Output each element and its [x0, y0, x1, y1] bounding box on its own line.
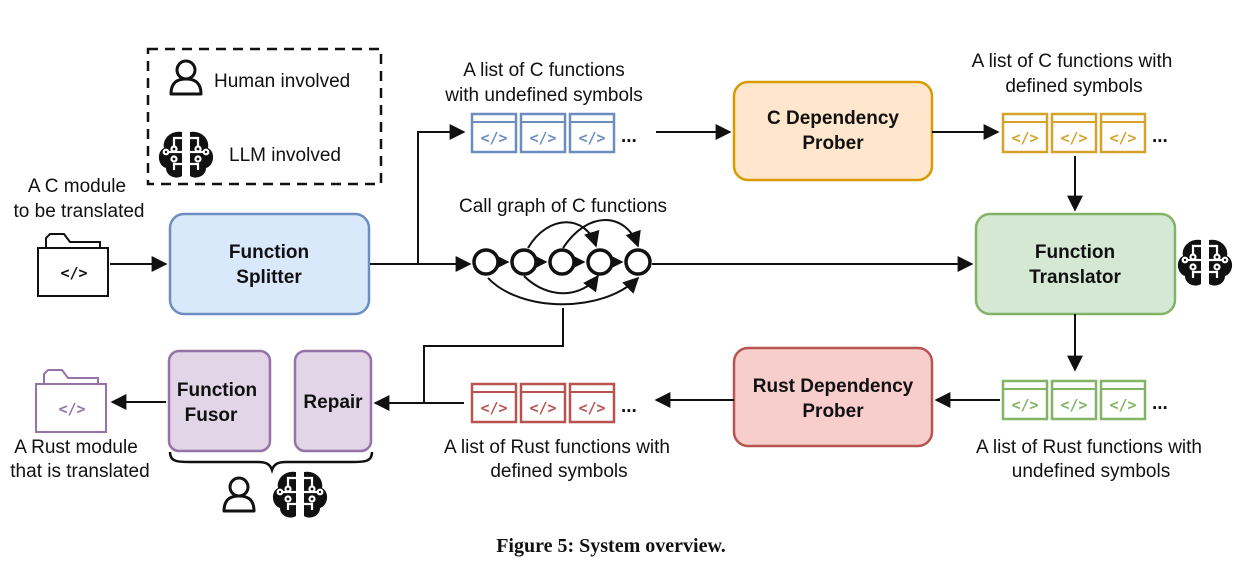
function-splitter-box	[168, 212, 371, 316]
code-glyph: </>	[58, 400, 85, 418]
rust-module-label-line2: that is translated	[10, 461, 149, 482]
rust-defined-label-line1: A list of Rust functions with	[444, 437, 670, 458]
rust-module-folder-icon: </>	[35, 369, 107, 433]
code-glyph: </>	[578, 129, 605, 147]
code-glyph: </>	[1109, 396, 1136, 414]
rust-undefined-function-list: </> </> </>...	[1001, 379, 1168, 421]
code-glyph: </>	[480, 399, 507, 417]
call-graph-label: Call graph of C functions	[459, 196, 667, 217]
figure-caption: Figure 5: System overview.	[496, 535, 726, 557]
function-translator-line2: Translator	[1029, 267, 1121, 288]
c-undefined-label-line2: with undefined symbols	[444, 85, 643, 106]
call-graph	[472, 219, 652, 306]
c-defined-function-list: </> </> </>...	[1001, 112, 1168, 154]
code-file-icon: </>	[1099, 112, 1147, 154]
code-file-icon: </>	[1050, 112, 1098, 154]
flow-arrows	[110, 124, 1083, 411]
function-fusor-line1: Function	[177, 380, 257, 401]
function-translator-line1: Function	[1035, 242, 1115, 263]
rust-dependency-prober-box	[732, 346, 934, 448]
translator-brain-icon	[1176, 238, 1234, 287]
code-file-icon: </>	[519, 112, 567, 154]
call-graph-node	[624, 248, 652, 276]
rust-undefined-label-line1: A list of Rust functions with	[976, 437, 1202, 458]
brace	[168, 451, 374, 474]
call-graph-node	[472, 248, 500, 276]
legend-box	[146, 47, 383, 186]
rust-undefined-label-line2: undefined symbols	[1012, 461, 1170, 482]
code-glyph: </>	[1109, 129, 1136, 147]
function-fusor-line2: Fusor	[185, 405, 238, 426]
code-file-icon: </>	[1099, 379, 1147, 421]
code-file-icon: </>	[568, 112, 616, 154]
code-file-icon: </>	[470, 112, 518, 154]
code-glyph: </>	[1011, 396, 1038, 414]
code-glyph: </>	[1060, 129, 1087, 147]
c-module-label-line2: to be translated	[14, 201, 145, 222]
code-glyph: </>	[578, 399, 605, 417]
c-defined-label-line1: A list of C functions with	[972, 51, 1173, 72]
c-dependency-prober-box	[732, 80, 934, 182]
code-glyph: </>	[1011, 129, 1038, 147]
c-undefined-function-list: </> </> </>...	[470, 112, 637, 154]
function-splitter-line1: Function	[229, 242, 309, 263]
ellipsis: ...	[1152, 393, 1168, 414]
function-splitter-line2: Splitter	[236, 267, 302, 288]
brain-icon-fusor	[271, 470, 329, 519]
rust-dependency-prober-line2: Prober	[802, 401, 864, 422]
code-file-icon: </>	[470, 382, 518, 424]
arrow-splitter-to-c-undefined	[417, 124, 466, 264]
code-file-icon: </>	[519, 382, 567, 424]
ellipsis: ...	[621, 396, 637, 417]
c-undefined-label-line1: A list of C functions	[463, 60, 625, 81]
c-defined-label-line2: defined symbols	[1005, 76, 1142, 97]
function-translator-box	[974, 212, 1177, 316]
c-module-folder-icon: </>	[37, 233, 109, 297]
function-fusor-box	[167, 349, 272, 453]
code-glyph: </>	[1060, 396, 1087, 414]
code-glyph: </>	[480, 129, 507, 147]
brain-icon	[157, 130, 215, 179]
code-glyph: </>	[60, 264, 87, 282]
call-graph-node	[586, 248, 614, 276]
arrow-callgraph-to-repair	[423, 308, 564, 403]
ellipsis: ...	[1152, 126, 1168, 147]
ellipsis: ...	[621, 126, 637, 147]
call-graph-node	[510, 248, 538, 276]
human-icon-fusor	[222, 476, 256, 513]
code-glyph: </>	[529, 129, 556, 147]
code-file-icon: </>	[1001, 112, 1049, 154]
repair-box	[293, 349, 373, 453]
code-file-icon: </>	[1050, 379, 1098, 421]
code-file-icon: </>	[568, 382, 616, 424]
c-dependency-prober-line1: C Dependency	[767, 108, 899, 129]
repair-label: Repair	[303, 392, 363, 413]
human-icon	[169, 59, 203, 96]
call-graph-node	[548, 248, 576, 276]
c-dependency-prober-line2: Prober	[802, 133, 864, 154]
rust-defined-label-line2: defined symbols	[490, 461, 627, 482]
c-module-label-line1: A C module	[28, 176, 126, 197]
code-file-icon: </>	[1001, 379, 1049, 421]
rust-defined-function-list: </> </> </>...	[470, 382, 637, 424]
rust-dependency-prober-line1: Rust Dependency	[753, 376, 914, 397]
rust-module-label-line1: A Rust module	[14, 437, 138, 458]
legend-human-label: Human involved	[214, 71, 350, 92]
code-glyph: </>	[529, 399, 556, 417]
legend-llm-label: LLM involved	[229, 145, 341, 166]
